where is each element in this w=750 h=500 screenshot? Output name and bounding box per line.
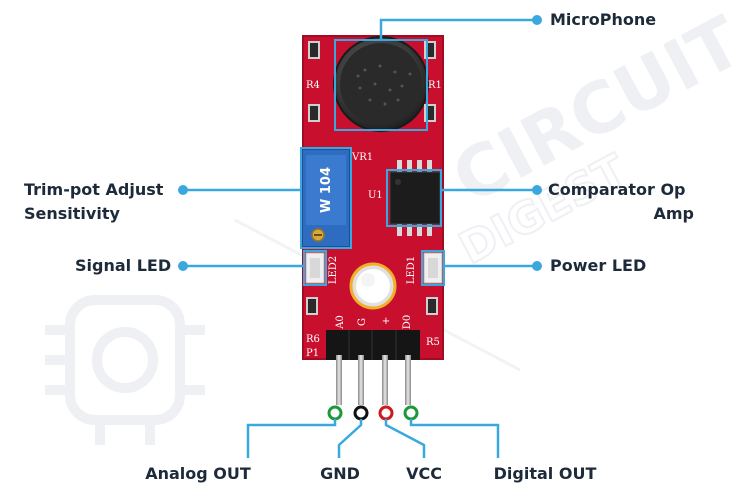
pin-terminals [327,405,419,421]
leader-analog-out [246,419,337,458]
dot-power-led [532,261,542,271]
leader-microphone [379,18,533,40]
dot-comparator [532,185,542,195]
label-trimpot-line2: Sensitivity [24,204,120,223]
label-vcc: VCC [406,464,442,483]
label-analog-out: Analog OUT [145,464,251,483]
label-comparator: Comparator Op Amp [548,178,698,226]
silk-vr1: VR1 [351,152,373,163]
dot-signal-led [178,261,188,271]
pin-label-a0: A0 [335,315,346,330]
power-led-part [423,252,443,284]
silk-r6: R6 [306,334,320,345]
silk-led1: LED1 [406,256,417,284]
pin-label-g: G [357,318,368,326]
silk-r5: R5 [426,337,440,348]
label-microphone: MicroPhone [550,10,657,29]
pin-label-d0: D0 [402,315,413,329]
label-power-led: Power LED [550,256,647,275]
pin-terminal-vcc [378,405,394,421]
label-comparator-line1: Comparator Op [548,180,686,199]
leader-vcc [384,419,426,458]
callout-box-comparator [386,169,442,227]
callout-box-signal-led [303,250,327,286]
dot-microphone [532,15,542,25]
label-trimpot: Trim-pot Adjust Sensitivity [0,178,176,226]
label-signal-led: Signal LED [75,256,172,275]
silk-u1: U1 [368,190,383,201]
microphone-capsule [333,36,429,132]
silk-led2: LED2 [328,256,339,284]
pin-label-plus: + [382,316,390,327]
mounting-hole [349,262,397,310]
smd-components-top [308,41,436,122]
pin-terminal-analog [327,405,343,421]
silk-p1: P1 [306,348,319,359]
pin-terminal-digital [403,405,419,421]
pin-header [326,330,420,405]
pin-terminal-gnd [353,405,369,421]
label-trimpot-line1: Trim-pot Adjust [24,180,164,199]
leader-gnd [337,419,363,458]
callout-box-trimpot [300,147,352,249]
label-comparator-line2: Amp [653,204,694,223]
label-gnd: GND [320,464,360,483]
silk-r1: R1 [428,80,442,91]
callout-box-power-led [421,250,445,286]
trim-pot: W 104 [301,148,351,248]
pot-marking: W 104 [319,167,334,213]
comparator-ic [389,160,441,236]
smd-components-bottom [306,297,438,315]
leader-digital-out [409,419,500,458]
dot-trimpot [178,185,188,195]
silk-r4: R4 [306,80,320,91]
label-digital-out: Digital OUT [493,464,597,483]
signal-led-part [305,252,325,284]
